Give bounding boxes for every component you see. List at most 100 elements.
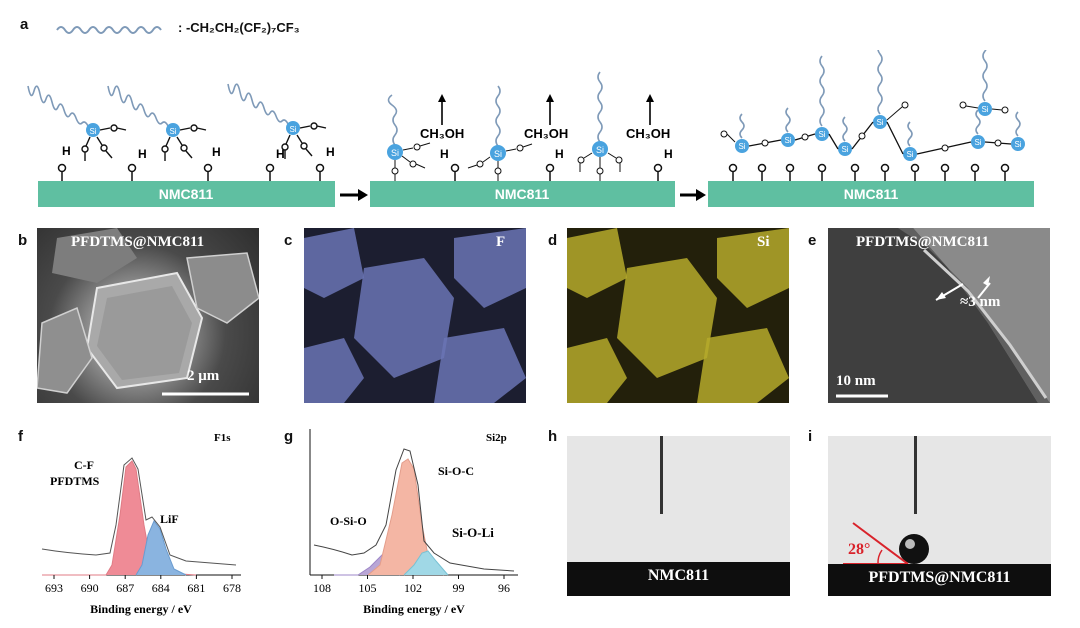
tick-label: 690 xyxy=(81,581,99,595)
substrate-right xyxy=(708,181,1034,207)
tick-label: 108 xyxy=(313,581,331,595)
surface-reaction-diagram: NMC811 NMC811 NMC811 H H H H H Si Si Si … xyxy=(27,50,1034,207)
svg-text:Si: Si xyxy=(906,150,913,159)
f1s-xlabel: Binding energy / eV xyxy=(90,602,192,616)
chain-legend-icon xyxy=(56,26,162,34)
eds-f-particles xyxy=(304,228,526,403)
particle xyxy=(434,328,526,403)
substrate-label: PFDTMS@NMC811 xyxy=(868,569,1011,586)
particle xyxy=(617,258,717,378)
needle xyxy=(914,436,917,514)
svg-text:Si: Si xyxy=(289,125,296,134)
hydroxyl-groups-mid: H H H xyxy=(440,147,673,182)
needle xyxy=(660,436,663,514)
particle xyxy=(567,338,627,403)
sem-particles xyxy=(37,228,259,396)
pfdtms-label: PFDTMS xyxy=(50,474,100,488)
eds-si-particles xyxy=(567,228,789,403)
tem-scale-label: 10 nm xyxy=(836,373,876,389)
tick-label: 687 xyxy=(116,581,134,595)
tick-label: 693 xyxy=(45,581,63,595)
tick-label: 681 xyxy=(187,581,205,595)
substrate-label: NMC811 xyxy=(844,186,899,202)
svg-text:H: H xyxy=(440,147,449,161)
svg-text:H: H xyxy=(138,147,147,161)
tick-label: 105 xyxy=(359,581,377,595)
si2p-envelope xyxy=(313,448,515,572)
svg-text:Si: Si xyxy=(738,142,745,151)
svg-text:H: H xyxy=(555,147,564,161)
panel-b-label: b xyxy=(18,232,28,249)
siol-peak xyxy=(403,550,449,576)
substrate-label: NMC811 xyxy=(495,186,550,202)
panel-i-label: i xyxy=(808,428,813,445)
sioc-label: Si-O-C xyxy=(438,464,474,478)
particle xyxy=(354,258,454,378)
f1s-title: F1s xyxy=(214,432,231,444)
substrate-left xyxy=(38,181,335,207)
si2p-title: Si2p xyxy=(486,432,507,444)
cf-label: C-F xyxy=(74,458,94,472)
substrate-mid xyxy=(370,181,675,207)
svg-text:Si: Si xyxy=(494,149,502,159)
xps-f1s-plot: 693 690 687 684 681 678 F1s C-F PFDTMS LiF Bi… xyxy=(41,432,241,616)
svg-text:Si: Si xyxy=(818,130,825,139)
anchored-silane: Si xyxy=(577,71,623,181)
crosslinked-network: Si Si Si Si Si Si Si Si Si xyxy=(720,50,1025,182)
sem-title: PFDTMS@NMC811 xyxy=(71,234,205,250)
methanol-release: CH₃OH CH₃OH CH₃OH xyxy=(420,94,670,141)
svg-text:Si: Si xyxy=(841,145,848,154)
tick-label: 678 xyxy=(223,581,241,595)
svg-text:Si: Si xyxy=(981,105,988,114)
svg-text:Si: Si xyxy=(1014,140,1021,149)
svg-text:CH₃OH: CH₃OH xyxy=(626,126,670,141)
panel-g-label: g xyxy=(284,428,294,445)
f1s-ticks: 693 690 687 684 681 678 xyxy=(45,575,241,595)
substrate-label: NMC811 xyxy=(647,567,710,584)
panel-a-label: a xyxy=(20,16,29,33)
svg-text:Si: Si xyxy=(391,148,399,158)
particle xyxy=(567,228,627,298)
lif-peak xyxy=(135,520,187,576)
substrate-surface xyxy=(567,562,790,596)
tick-label: 99 xyxy=(453,581,465,595)
panel-d-label: d xyxy=(548,232,558,249)
svg-text:H: H xyxy=(326,145,335,159)
anchored-silane: Si xyxy=(387,94,431,181)
svg-text:CH₃OH: CH₃OH xyxy=(524,126,568,141)
svg-text:H: H xyxy=(212,145,221,159)
silane-molecule: Si xyxy=(227,83,327,159)
particle xyxy=(454,228,526,308)
tem-drawing xyxy=(828,228,1050,403)
silane-molecule: Si xyxy=(27,85,127,161)
arrow-right-icon xyxy=(340,189,368,201)
tem-title: PFDTMS@NMC811 xyxy=(856,234,990,250)
eds-f-element: F xyxy=(496,234,506,250)
tick-label: 684 xyxy=(152,581,170,595)
siol-label: Si-O-Li xyxy=(452,525,494,540)
contact-angle-coated: 28° PFDTMS@NMC811 xyxy=(828,436,1051,596)
tick-label: 102 xyxy=(404,581,422,595)
anchored-silane: Si xyxy=(467,85,533,181)
svg-text:Si: Si xyxy=(89,127,96,136)
sem-image: PFDTMS@NMC811 2 μm xyxy=(37,228,259,403)
tick-label: 96 xyxy=(498,581,510,595)
eds-map-f: F xyxy=(304,228,526,403)
svg-text:Si: Si xyxy=(974,138,981,147)
particle xyxy=(717,228,789,308)
contact-angle-value: 28° xyxy=(848,541,871,558)
svg-text:Si: Si xyxy=(784,136,791,145)
sem-scale-label: 2 μm xyxy=(187,368,220,384)
svg-text:H: H xyxy=(664,147,673,161)
lif-label: LiF xyxy=(160,512,179,526)
particle xyxy=(304,338,364,403)
eds-si-element: Si xyxy=(757,234,770,250)
panel-h-label: h xyxy=(548,428,558,445)
arrow-right-icon xyxy=(680,189,706,201)
f1s-envelope xyxy=(41,457,237,566)
hydroxyl-groups-left: H H H H H xyxy=(57,144,335,182)
tem-thickness: ≈3 nm xyxy=(960,294,1001,310)
svg-text:CH₃OH: CH₃OH xyxy=(420,126,464,141)
substrate-surface xyxy=(828,564,1051,596)
silane-molecule: Si xyxy=(107,85,207,161)
